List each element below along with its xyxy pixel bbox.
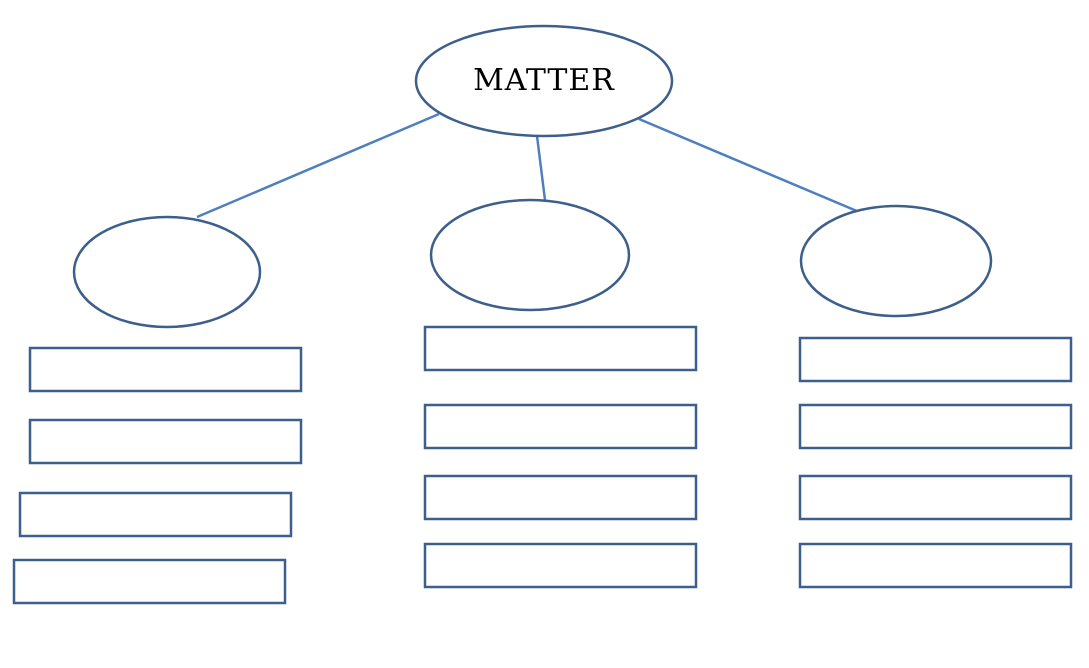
box-column-right xyxy=(798,336,1073,589)
branch-node-left xyxy=(72,215,262,329)
answer-box-left-4[interactable] xyxy=(12,558,287,605)
connectors xyxy=(196,112,872,219)
answer-box-right-4[interactable] xyxy=(798,542,1073,589)
answer-box-center-2[interactable] xyxy=(423,403,698,450)
answer-box-left-1[interactable] xyxy=(28,346,303,393)
answer-box-right-3[interactable] xyxy=(798,474,1073,521)
answer-box-center-4[interactable] xyxy=(423,542,698,589)
answer-box-right-2[interactable] xyxy=(798,403,1073,450)
answer-box-left-3[interactable] xyxy=(18,491,293,538)
branch-ellipse-left xyxy=(72,215,262,329)
connector-left xyxy=(196,112,440,219)
root-ellipse xyxy=(414,24,674,138)
answer-box-left-2[interactable] xyxy=(28,418,303,465)
branch-node-center xyxy=(429,198,631,312)
branch-ellipse-center xyxy=(429,198,631,312)
connector-right xyxy=(638,117,872,219)
answer-box-center-3[interactable] xyxy=(423,474,698,521)
box-column-center xyxy=(423,325,698,589)
root-node: MATTER xyxy=(414,24,674,138)
box-column-left xyxy=(12,346,303,605)
answer-box-right-1[interactable] xyxy=(798,336,1073,383)
root-label: MATTER xyxy=(473,63,615,98)
connector-center xyxy=(535,135,547,201)
answer-box-center-1[interactable] xyxy=(423,325,698,372)
branch-node-right xyxy=(799,204,993,318)
branch-ellipse-right xyxy=(799,204,993,318)
